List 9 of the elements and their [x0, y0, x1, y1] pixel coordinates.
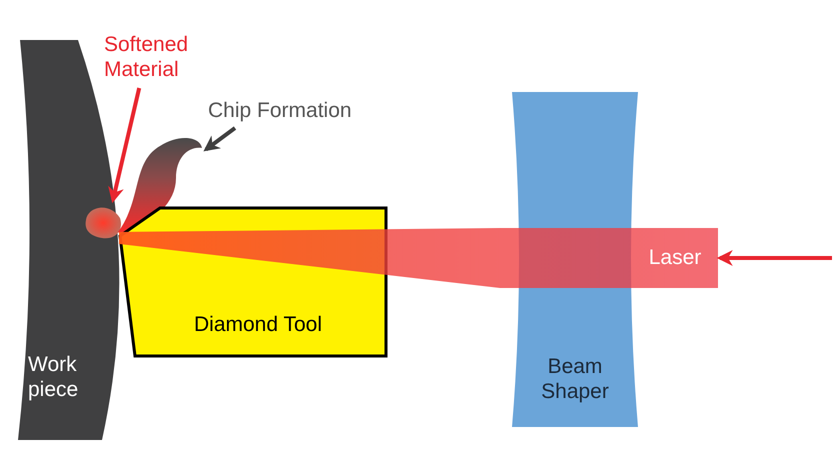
node-label: Laser [648, 245, 702, 270]
node-label: Beam Shaper [540, 354, 610, 404]
node-label: Work piece [28, 352, 80, 402]
annotation-text: Softened Material [104, 32, 190, 82]
annotation-text: Chip Formation [208, 98, 353, 124]
arrow [203, 126, 236, 152]
arrow [108, 88, 142, 204]
node-label: Diamond Tool [192, 312, 324, 338]
arrow [716, 250, 832, 266]
